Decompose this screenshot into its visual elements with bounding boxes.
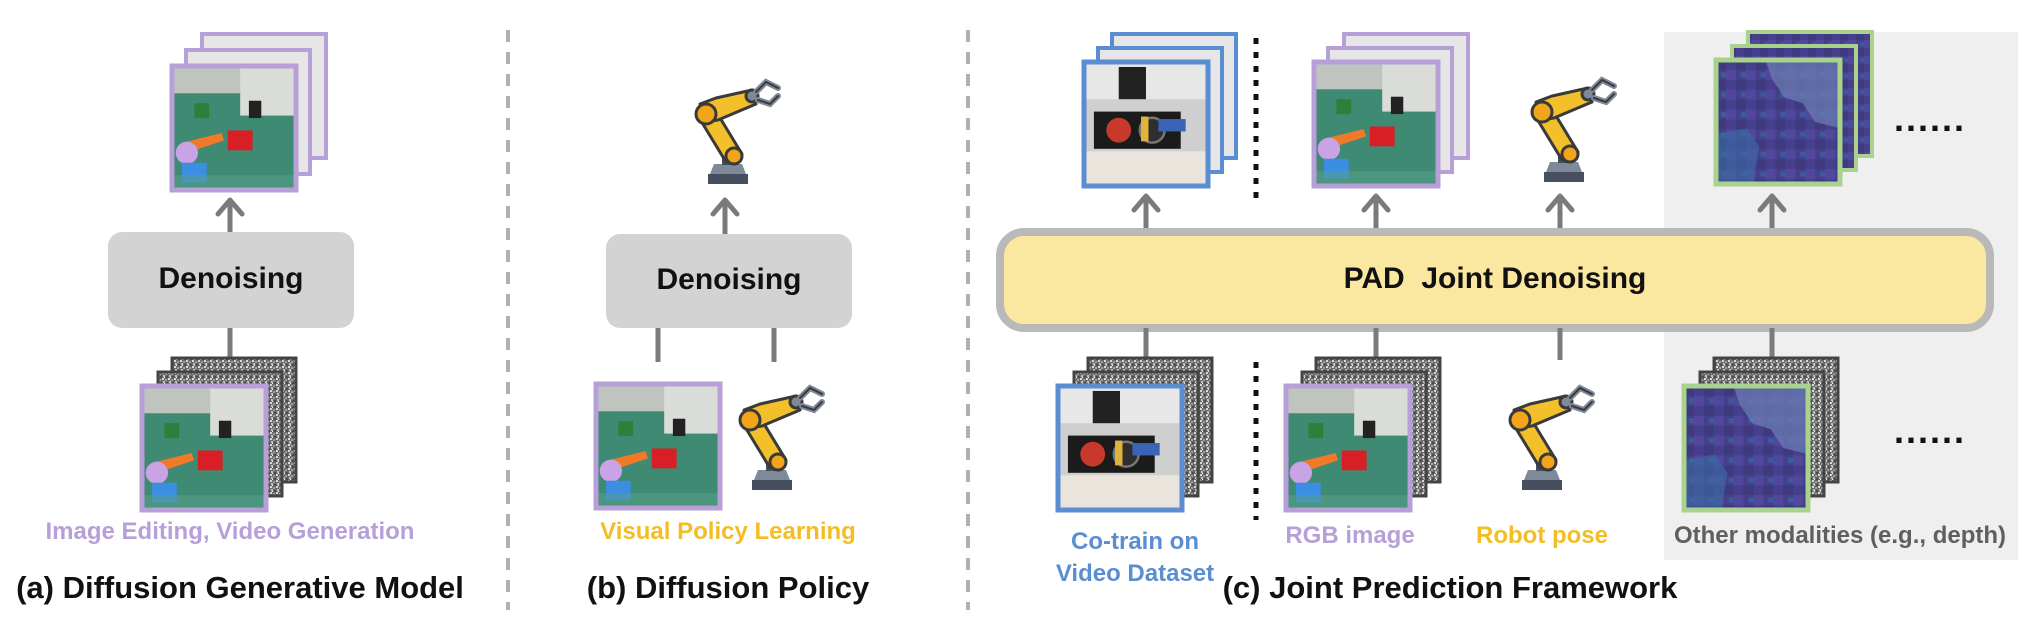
depth-image-icon [1713, 30, 1874, 187]
joint-denoising-label: PAD Joint Denoising [1343, 262, 1647, 295]
input-label-a: Image Editing, Video Generation [45, 518, 415, 545]
rgb-image-input-c [1283, 383, 1413, 513]
rgb-image-input-b [593, 381, 723, 511]
denoising-box-a [108, 232, 354, 328]
caption-a: (a) Diffusion Generative Model [16, 570, 464, 605]
other-modalities-label: Other modalities (e.g., depth) [1673, 522, 2007, 549]
rgb-image-icon [169, 32, 328, 193]
robot-arm-icon [696, 82, 778, 184]
kitchen-video-icon [1081, 32, 1238, 189]
panel-c [996, 30, 1994, 520]
caption-b: (b) Diffusion Policy [586, 570, 870, 605]
depth-image-input [1681, 383, 1811, 513]
rgb-output-stack-c [1311, 32, 1470, 189]
rgb-image-input-a [139, 383, 269, 513]
ellipsis-top: ...... [1894, 98, 1967, 139]
caption-c: (c) Joint Prediction Framework [1222, 570, 1678, 605]
input-label-b: Visual Policy Learning [600, 518, 856, 545]
ellipsis-bottom: ...... [1894, 410, 1967, 451]
arrows-up-c [1131, 193, 1787, 231]
rgb-label: RGB image [1285, 522, 1415, 549]
kitchen-video-input [1055, 383, 1185, 513]
robot-arm-input-b [740, 388, 822, 490]
video-label-line2: Video Dataset [1055, 560, 1215, 587]
panel-b [593, 82, 852, 511]
denoising-label-a: Denoising [158, 262, 304, 295]
video-label-line1: Co-train on [1071, 528, 1199, 555]
joint-denoising-box [996, 228, 1994, 332]
robot-arm-output-c [1532, 80, 1614, 182]
denoising-label-b: Denoising [656, 263, 802, 296]
robot-arm-input-c [1510, 388, 1592, 490]
robot-pose-label: Robot pose [1476, 522, 1608, 549]
panel-a [108, 32, 354, 513]
denoising-box-b [606, 234, 852, 328]
